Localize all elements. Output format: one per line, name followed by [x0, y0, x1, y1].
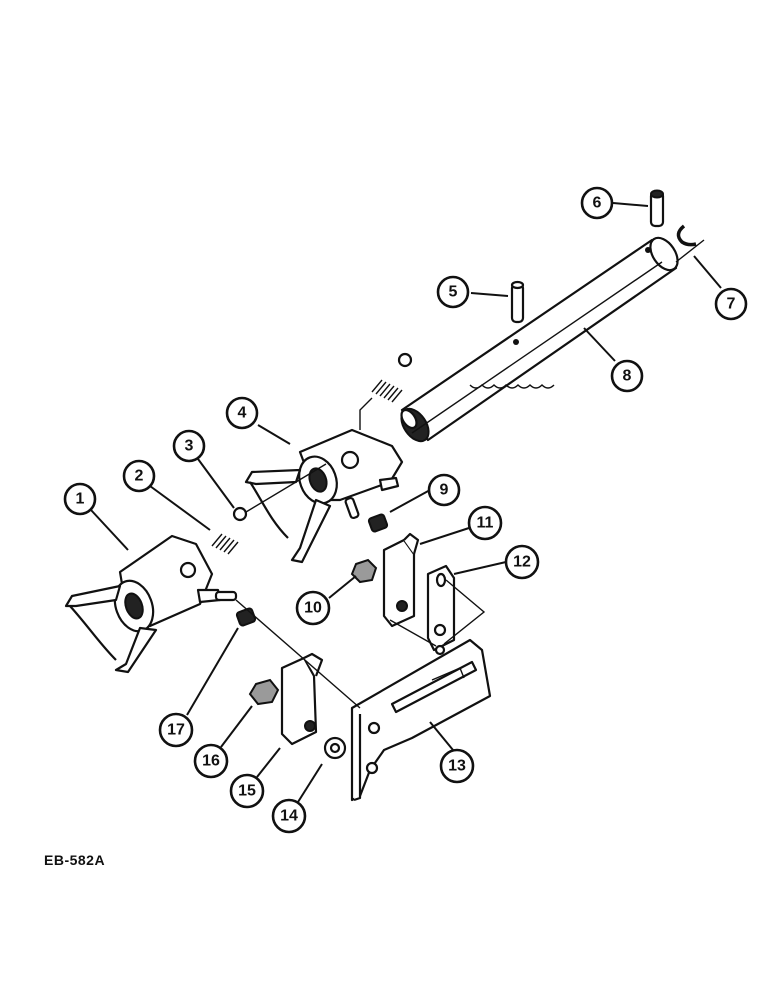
callout-number: 12 [513, 554, 531, 571]
callout-number: 11 [477, 515, 494, 532]
callout-3: 3 [172, 429, 206, 463]
shift-rail [400, 236, 705, 443]
callout-12: 12 [504, 544, 540, 580]
callout-17: 17 [158, 712, 194, 748]
callout-number: 7 [727, 296, 736, 313]
roll-pin [510, 280, 525, 324]
washer [323, 736, 347, 760]
callout-6: 6 [580, 186, 614, 220]
callout-number: 17 [167, 722, 185, 739]
callout-number: 15 [238, 783, 256, 800]
callout-number: 16 [202, 753, 220, 770]
figure-code: EB-582A [44, 852, 106, 868]
detent-spring-upper [359, 352, 413, 430]
callout-8: 8 [610, 359, 644, 393]
callout-5: 5 [436, 275, 470, 309]
callout-2: 2 [122, 459, 156, 493]
callout-number: 3 [185, 438, 194, 455]
nut-lower [248, 678, 280, 706]
callout-10: 10 [295, 590, 331, 626]
callout-number: 9 [440, 482, 449, 499]
leader-lines [90, 202, 722, 803]
roll-pin-upper [649, 189, 665, 228]
lever-11 [382, 532, 420, 628]
callout-4: 4 [225, 396, 259, 430]
callout-number: 2 [135, 468, 144, 485]
spacer-upper [367, 513, 389, 533]
callout-number: 14 [280, 808, 298, 825]
callout-11: 11 [467, 505, 503, 541]
callout-number: 6 [593, 195, 602, 212]
shift-fork-lower [64, 534, 238, 674]
lever-12 [426, 564, 456, 652]
callout-1: 1 [63, 482, 97, 516]
callout-7: 7 [714, 287, 748, 321]
lever-15 [280, 652, 324, 746]
detent-ball [232, 463, 327, 522]
callout-number: 13 [448, 758, 466, 775]
spacer-lower [235, 607, 257, 627]
assembly-lines [235, 579, 486, 709]
callout-number: 8 [623, 368, 632, 385]
snap-ring [676, 224, 697, 247]
callout-16: 16 [193, 743, 229, 779]
callout-number: 5 [449, 284, 458, 301]
detent-spring-lower [211, 533, 239, 555]
nut-upper [350, 558, 378, 584]
callout-14: 14 [271, 798, 307, 834]
callout-15: 15 [229, 773, 265, 809]
callout-9: 9 [427, 473, 461, 507]
callout-number: 1 [76, 491, 85, 508]
shift-fork-upper [244, 428, 404, 564]
callout-number: 10 [304, 600, 322, 617]
gate-plate [350, 638, 492, 802]
callout-13: 13 [439, 748, 475, 784]
callout-number: 4 [238, 405, 247, 422]
